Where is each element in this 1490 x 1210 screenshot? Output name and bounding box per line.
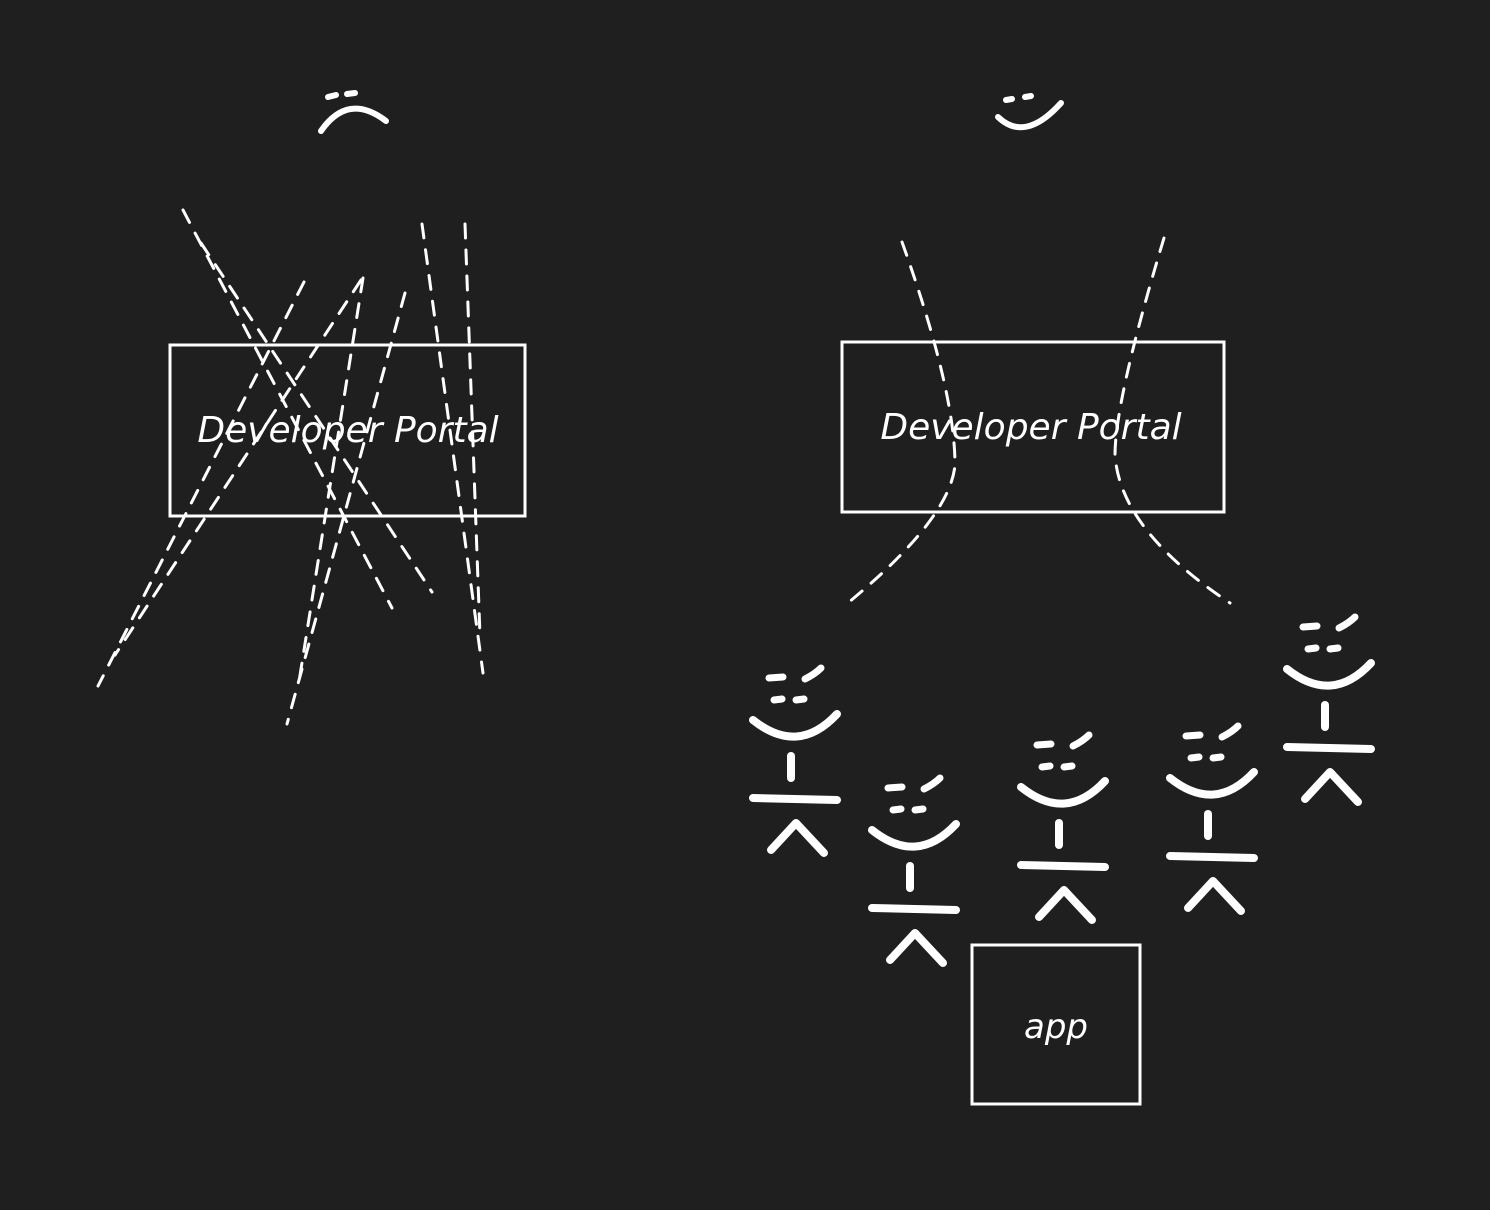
happy-face-icon [995, 93, 1064, 131]
left-panel: Developer Portal [96, 90, 527, 726]
app-box [970, 943, 1142, 1106]
tangled-connections [96, 208, 485, 726]
developer-figure-1 [749, 664, 841, 857]
developer-portal-box-left [168, 343, 527, 518]
developer-figure-2 [868, 774, 960, 967]
app-label: app [1024, 1007, 1088, 1047]
developer-portal-box-right [840, 340, 1226, 514]
portal-connections [841, 236, 1232, 609]
developer-portal-label-left: Developer Portal [197, 410, 498, 451]
developer-figure-4 [1166, 722, 1258, 915]
right-panel: Developer Portal app [749, 93, 1375, 1106]
developer-figure-5 [1283, 613, 1375, 806]
developer-figure-3 [1017, 731, 1109, 924]
developer-portal-label-right: Developer Portal [880, 407, 1181, 448]
sad-face-icon [318, 90, 389, 134]
